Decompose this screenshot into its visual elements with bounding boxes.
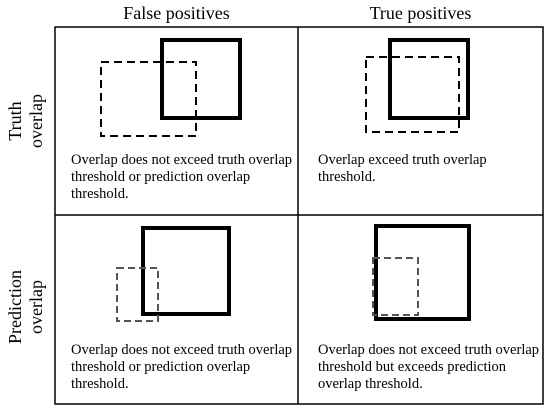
column-header-false-positives: False positives — [123, 3, 230, 23]
illustration-truth-false — [100, 38, 242, 137]
truth-box — [388, 38, 470, 120]
illustration-prediction-false — [116, 226, 231, 322]
illustration-prediction-true — [372, 224, 471, 321]
truth-box — [160, 38, 242, 120]
cell-text-prediction-true: Overlap does not exceed truth overlap th… — [318, 342, 540, 392]
prediction-box — [365, 56, 460, 133]
prediction-box — [372, 257, 419, 316]
cell-text-prediction-false: Overlap does not exceed truth overlap th… — [71, 342, 293, 392]
cell-text-truth-false: Overlap does not exceed truth overlap th… — [71, 152, 293, 202]
illustration-truth-true — [365, 38, 470, 133]
prediction-box — [100, 61, 197, 137]
prediction-box — [116, 267, 159, 322]
truth-box — [374, 224, 471, 321]
cell-text-truth-true: Overlap exceed truth overlap threshold. — [318, 152, 487, 185]
truth-box — [141, 226, 231, 316]
column-header-true-positives: True positives — [369, 3, 472, 23]
